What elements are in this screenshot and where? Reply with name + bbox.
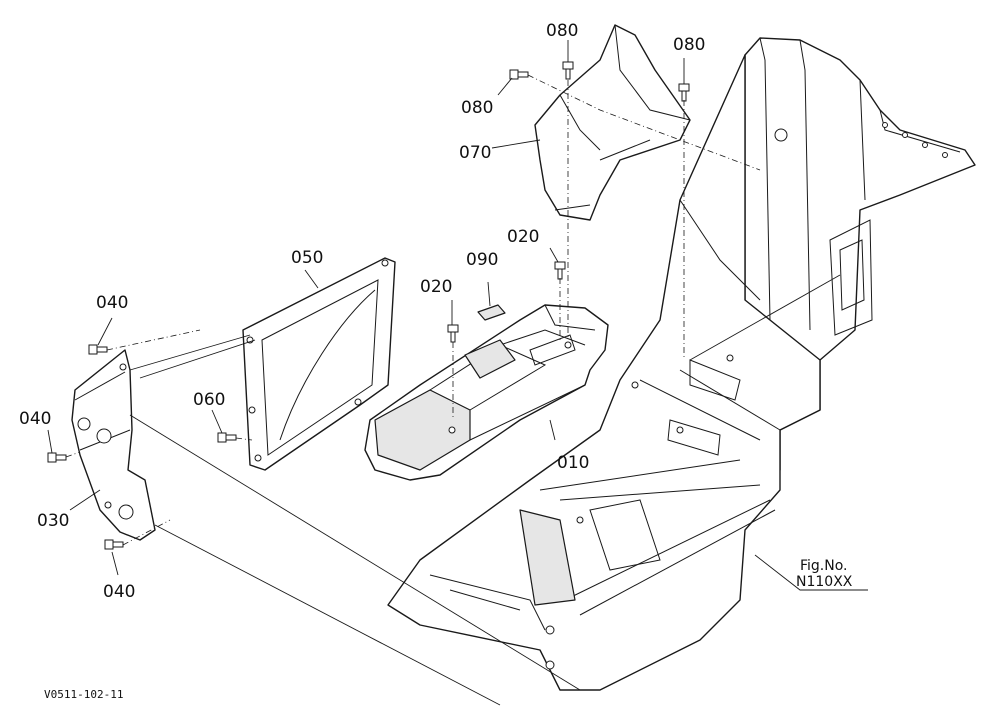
- part-030-bracket: [71, 349, 156, 541]
- part-010-console: [364, 304, 609, 481]
- part-090-pad: [477, 304, 506, 321]
- label-020-right: 020: [507, 227, 539, 247]
- fig-no-value: N110XX: [796, 574, 853, 590]
- label-leaders: [47, 40, 868, 591]
- label-030: 030: [37, 511, 69, 531]
- bolt-020-right: [554, 261, 566, 280]
- label-080-left: 080: [461, 98, 493, 118]
- label-040-bottom: 040: [103, 582, 135, 602]
- bolt-040-bottom: [104, 539, 124, 550]
- bolt-080-top: [562, 61, 574, 80]
- bolt-040-top: [88, 344, 108, 355]
- label-040-left: 040: [19, 409, 51, 429]
- label-020-left: 020: [420, 277, 452, 297]
- bolt-060: [217, 432, 237, 443]
- label-040-top: 040: [96, 293, 128, 313]
- figure-info: Fig.No. N110XX V0511-102-11: [44, 558, 853, 701]
- fig-no-label: Fig.No.: [800, 558, 848, 574]
- bolt-020-left: [447, 324, 459, 343]
- label-090: 090: [466, 250, 498, 270]
- label-080-right: 080: [673, 35, 705, 55]
- label-080-top: 080: [546, 21, 578, 41]
- label-070: 070: [459, 143, 491, 163]
- alignment-lines: [65, 74, 841, 706]
- label-060: 060: [193, 390, 225, 410]
- part-050-panel: [242, 257, 396, 471]
- part-070-cover: [534, 24, 691, 221]
- label-050: 050: [291, 248, 323, 268]
- bolt-040-left: [47, 452, 67, 463]
- bolt-080-left: [509, 69, 529, 80]
- label-010: 010: [557, 453, 589, 473]
- bolt-080-right: [678, 83, 690, 102]
- drawing-code: V0511-102-11: [44, 688, 123, 701]
- floor-frame: [387, 37, 976, 691]
- part-labels: 080 080 080 070 020 090 020 050 040 040 …: [19, 21, 705, 602]
